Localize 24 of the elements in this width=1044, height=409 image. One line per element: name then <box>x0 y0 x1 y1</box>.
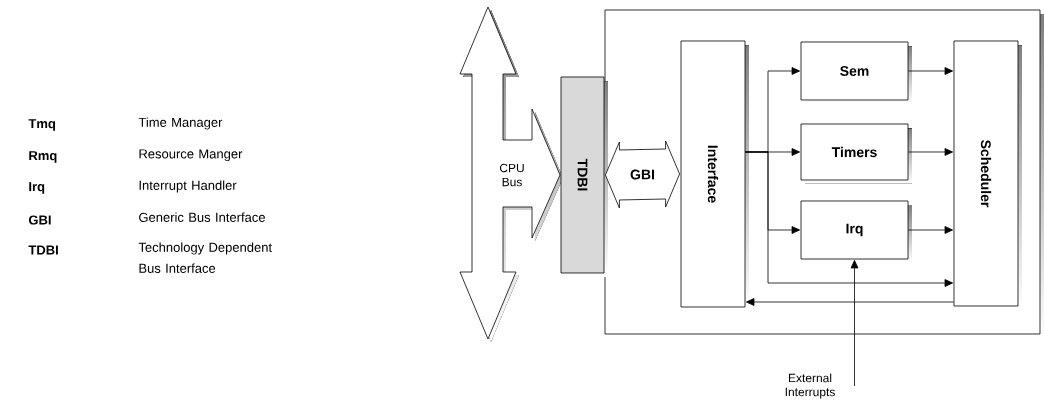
module-box: Irq <box>800 200 912 263</box>
arrow <box>908 148 953 156</box>
definition-text: Generic Bus Interface <box>139 212 265 222</box>
arrow <box>850 260 859 387</box>
definition-text: Time Manager <box>138 117 223 130</box>
arrow <box>908 67 953 75</box>
module-box: Scheduler <box>953 40 1022 310</box>
module-box: Sem <box>800 41 912 104</box>
arrow <box>908 226 953 234</box>
abbreviation: Tmq <box>28 119 55 131</box>
definition-text: Resource Manger <box>139 149 243 162</box>
arrow <box>746 298 954 306</box>
double-block-arrow <box>605 140 680 209</box>
abbreviation: GBI <box>28 215 51 225</box>
abbreviation: TDBI <box>28 245 58 255</box>
abbreviation: Rmq <box>29 151 57 163</box>
module-box: Interface <box>680 40 749 311</box>
module-box: Timers <box>800 123 912 184</box>
annotation-text: External Interrupts <box>785 373 835 399</box>
definition-text: Technology Dependent Bus Interface <box>138 242 272 273</box>
module-box: TDBI <box>560 76 608 277</box>
definition-text: Interrupt Handler <box>139 180 237 193</box>
abbreviation: Irq <box>29 182 45 194</box>
arrow <box>745 151 953 287</box>
